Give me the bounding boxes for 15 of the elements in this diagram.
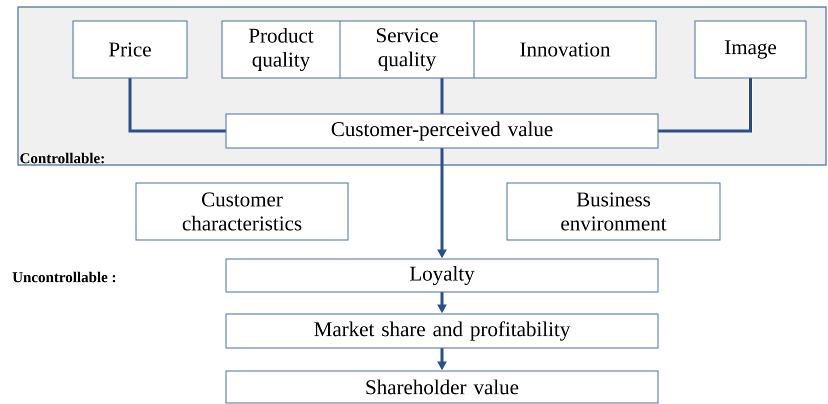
text-box: Business environment bbox=[506, 182, 720, 240]
text-box: Service quality bbox=[340, 20, 474, 78]
text-box: Product quality bbox=[222, 20, 340, 78]
text-box: Image bbox=[694, 20, 806, 78]
text-box: Customer characteristics bbox=[136, 182, 348, 240]
connector bbox=[128, 78, 226, 132]
connector bbox=[658, 78, 752, 132]
text-box: Customer-perceived value bbox=[226, 114, 658, 148]
text-box: Shareholder value bbox=[226, 370, 658, 404]
text-box: Loyalty bbox=[226, 258, 658, 292]
text-box: Price bbox=[72, 20, 188, 78]
text-box: Innovation bbox=[474, 20, 656, 78]
text-box: Market share and profitability bbox=[226, 314, 658, 348]
side-label: Uncontrollable : bbox=[12, 272, 116, 282]
connector bbox=[440, 78, 444, 114]
